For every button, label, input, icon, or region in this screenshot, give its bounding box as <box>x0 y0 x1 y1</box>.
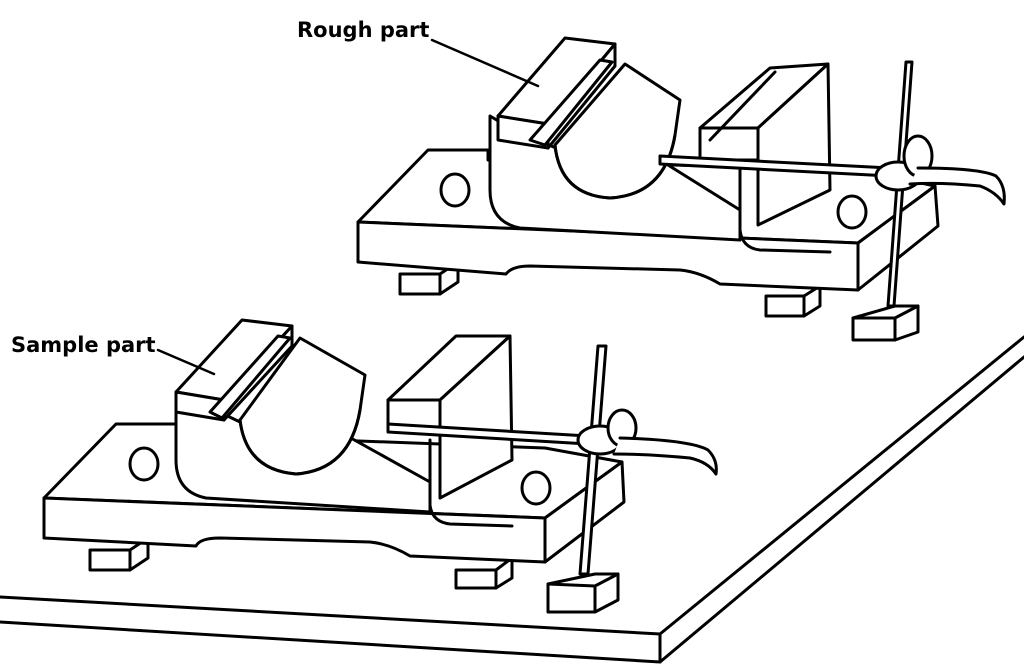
sample-part <box>42 318 626 590</box>
rough-support-block-right <box>764 284 822 318</box>
rough-bolt-hole-right <box>836 194 868 230</box>
rough-part-label: Rough part <box>297 18 430 42</box>
rough-leader-line <box>430 38 540 88</box>
rough-indicator <box>658 60 1006 342</box>
sample-support-block-right <box>454 556 514 590</box>
rough-part <box>356 36 940 318</box>
sample-bolt-hole-left <box>128 446 160 482</box>
sample-leader-line <box>156 348 216 376</box>
sample-saddle <box>238 336 367 476</box>
sample-bolt-hole-right <box>520 470 552 506</box>
sample-indicator <box>386 344 718 614</box>
sample-support-block-left <box>88 536 150 572</box>
sample-pedestal-right <box>386 334 514 528</box>
base-plate <box>0 335 1024 664</box>
rough-bolt-hole-left <box>439 172 471 208</box>
rough-pedestal-right <box>698 62 832 254</box>
sample-part-label: Sample part <box>11 333 156 357</box>
